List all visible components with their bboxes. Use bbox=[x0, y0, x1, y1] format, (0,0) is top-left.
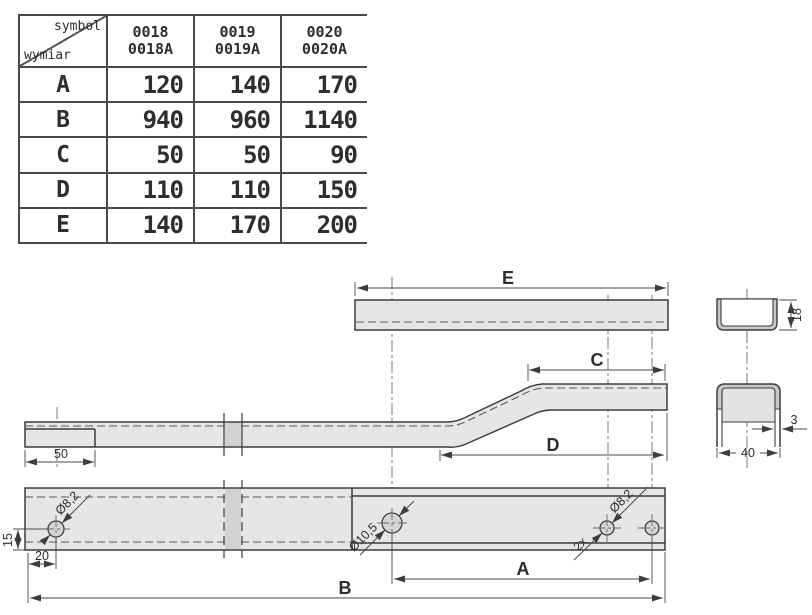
row-label-D: D bbox=[20, 173, 106, 207]
column-header-0018: 0018 0018A bbox=[108, 16, 193, 66]
dim-20-label: 20 bbox=[35, 549, 49, 563]
side-view: 50 C D bbox=[24, 350, 668, 467]
dim-3-label: 3 bbox=[791, 413, 798, 427]
dim-a-label: A bbox=[517, 559, 530, 579]
dim-15-label: 15 bbox=[1, 533, 15, 547]
section-channel-18: 18 bbox=[716, 298, 804, 331]
dim-b-label: B bbox=[339, 578, 352, 598]
table-corner-cell: symbol wymiar bbox=[20, 16, 106, 66]
dim-e-label: E bbox=[502, 268, 514, 288]
dim-18-label: 18 bbox=[790, 308, 804, 322]
row-label-B: B bbox=[20, 103, 106, 137]
break-mark-plan bbox=[223, 480, 243, 558]
value-A-0019: 140 bbox=[195, 68, 280, 102]
end-insert-50 bbox=[25, 428, 96, 447]
value-E-0018: 140 bbox=[108, 208, 193, 242]
row-label-A: A bbox=[20, 68, 106, 102]
plan-view: Ø8,2 Ø10,5 2x Ø8,2 15 20 A B bbox=[1, 480, 666, 603]
value-E-0020: 200 bbox=[282, 208, 367, 242]
value-C-0020: 90 bbox=[282, 138, 367, 172]
value-B-0018: 940 bbox=[108, 103, 193, 137]
value-D-0018: 110 bbox=[108, 173, 193, 207]
value-B-0019: 960 bbox=[195, 103, 280, 137]
corner-label-symbol: symbol bbox=[54, 19, 101, 34]
dim-50-label: 50 bbox=[54, 447, 68, 461]
dim-40-label: 40 bbox=[741, 446, 755, 460]
corner-label-wymiar: wymiar bbox=[24, 48, 71, 63]
value-D-0019: 110 bbox=[195, 173, 280, 207]
value-C-0019: 50 bbox=[195, 138, 280, 172]
value-A-0018: 120 bbox=[108, 68, 193, 102]
column-header-0020: 0020 0020A bbox=[282, 16, 367, 66]
dim-d-label: D bbox=[547, 435, 560, 455]
section-hat-40: 3 40 bbox=[716, 383, 807, 460]
value-B-0020: 1140 bbox=[282, 103, 367, 137]
row-label-E: E bbox=[20, 208, 106, 242]
dim-c-label: C bbox=[591, 350, 604, 370]
dimension-table: symbol wymiar 0018 0018A 0019 0019A 0020… bbox=[18, 14, 367, 244]
value-D-0020: 150 bbox=[282, 173, 367, 207]
value-A-0020: 170 bbox=[282, 68, 367, 102]
value-C-0018: 50 bbox=[108, 138, 193, 172]
break-mark-side bbox=[223, 413, 243, 456]
top-view-flat-bar: E bbox=[354, 268, 669, 331]
value-E-0019: 170 bbox=[195, 208, 280, 242]
row-label-C: C bbox=[20, 138, 106, 172]
column-header-0019: 0019 0019A bbox=[195, 16, 280, 66]
